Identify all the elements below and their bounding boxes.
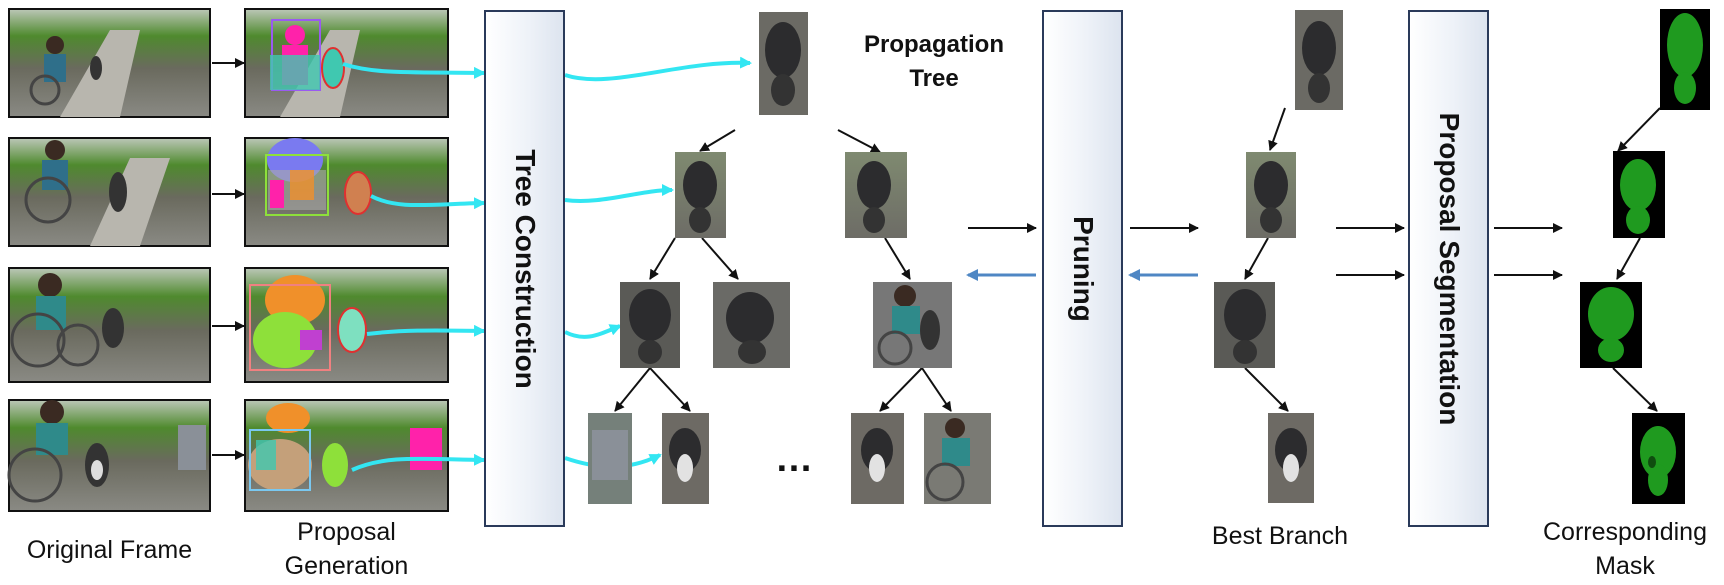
corresponding-masks	[1580, 9, 1710, 504]
tree-node-l2-c	[873, 282, 952, 368]
tree-node-l2-b	[713, 282, 790, 368]
segmentation-arrows	[1336, 223, 1563, 280]
proposal-to-tree-arrows	[342, 62, 486, 472]
tree-construction-to-tree-arrows	[564, 56, 752, 469]
original-frame-3	[8, 267, 211, 383]
tree-node-l3-c	[851, 413, 904, 504]
corresponding-mask-caption: Corresponding Mask	[1543, 518, 1707, 580]
tree-node-l1-b	[845, 152, 907, 238]
tree-construction-label: Tree Construction	[509, 148, 541, 389]
mask-3	[1580, 282, 1642, 368]
proposal-segmentation-label: Proposal Segmentation	[1433, 112, 1465, 425]
mask-4	[1632, 413, 1685, 504]
tree-construction-box: Tree Construction	[484, 10, 565, 527]
mask-2	[1613, 151, 1665, 238]
tree-pruning-arrows	[966, 223, 1199, 281]
proposal-frame-4	[244, 399, 449, 512]
proposal-segmentation-box: Proposal Segmentation	[1408, 10, 1489, 527]
tree-ellipsis: …	[775, 438, 813, 480]
pruning-label: Pruning	[1067, 215, 1099, 322]
proposal-frame-2	[244, 137, 449, 247]
proposal-frame-3	[244, 267, 449, 383]
best-branch-node-1	[1295, 10, 1343, 110]
tree-node-l2-a	[620, 282, 680, 368]
propagation-tree	[588, 12, 991, 504]
original-frame-1	[8, 8, 211, 118]
original-frame-caption: Original Frame	[26, 536, 193, 564]
frame-to-proposal-arrows	[212, 58, 245, 460]
proposal-frames	[244, 8, 449, 512]
best-branch-caption: Best Branch	[1211, 522, 1349, 550]
best-branch-node-2	[1246, 152, 1296, 238]
tree-node-l3-a	[588, 413, 632, 504]
propagation-tree-title: Propagation Tree	[863, 31, 1004, 92]
pruning-box: Pruning	[1042, 10, 1123, 527]
original-frame-4	[7, 399, 211, 512]
best-branch	[1214, 10, 1343, 503]
tree-node-root	[759, 12, 808, 115]
proposal-generation-caption: Proposal Generation	[284, 518, 409, 580]
best-branch-node-4	[1268, 413, 1314, 503]
original-frames	[7, 8, 211, 512]
mask-1	[1660, 9, 1710, 110]
tree-node-l1-a	[675, 152, 726, 238]
original-frame-2	[8, 137, 211, 247]
best-branch-node-3	[1214, 282, 1275, 368]
tree-node-l3-b	[662, 413, 709, 504]
tree-node-l3-d	[924, 413, 991, 504]
